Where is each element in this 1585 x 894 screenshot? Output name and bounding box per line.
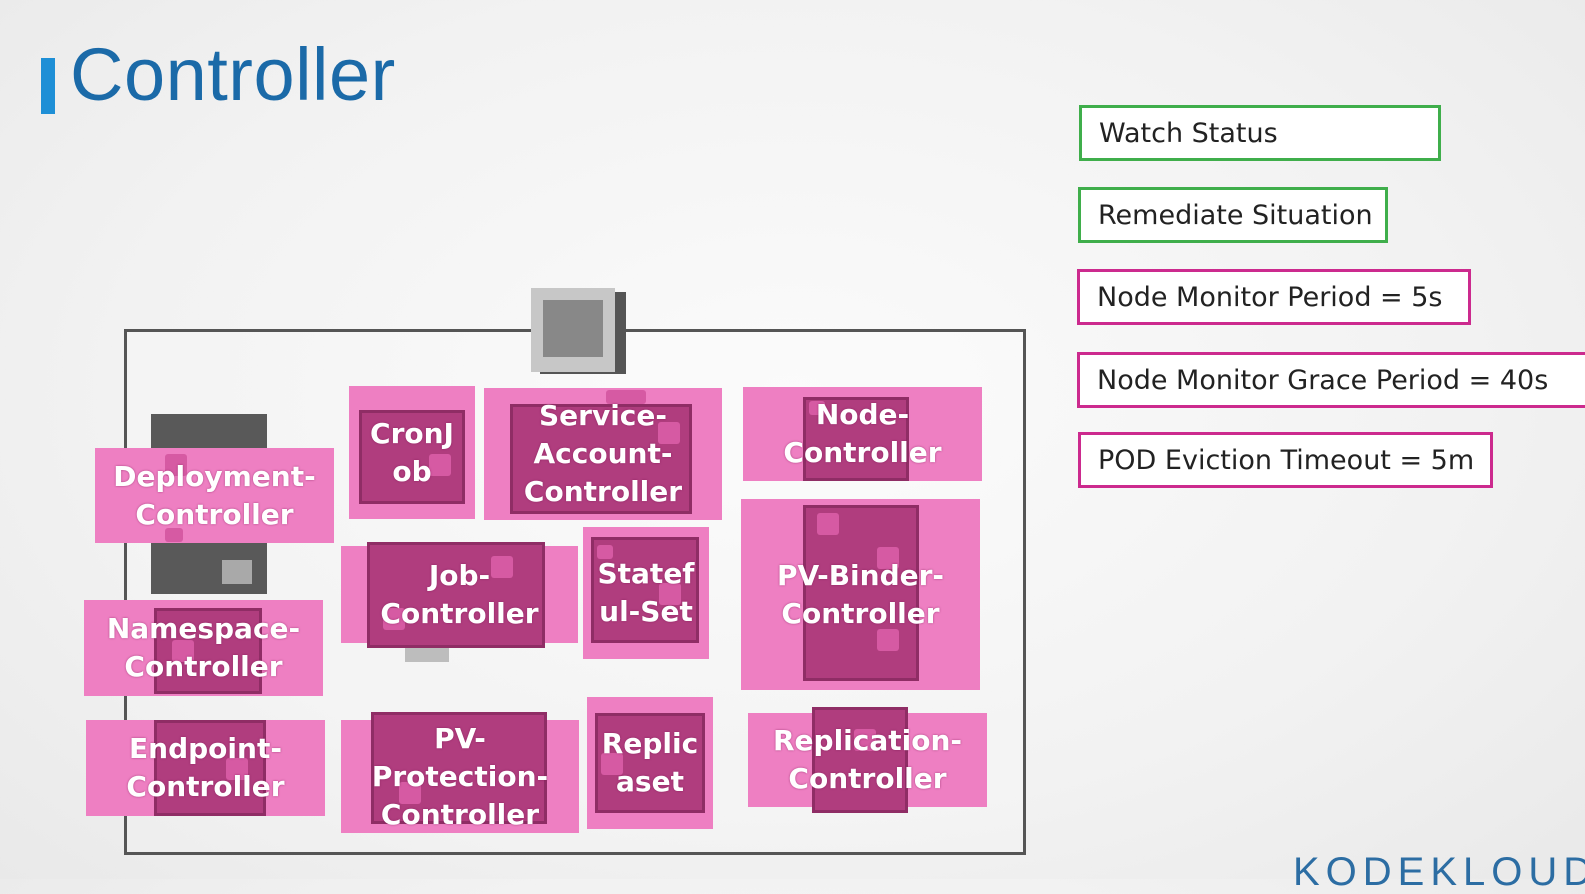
controller-label: PV-Binder- Controller <box>776 558 945 630</box>
chip-pin-icon <box>877 629 899 651</box>
statefulset-controller: Statef ul-Set <box>583 527 709 659</box>
endpoint-controller: Endpoint- Controller <box>86 720 325 816</box>
kodekloud-logo: KODEKLOUD <box>1293 850 1585 894</box>
controller-chip <box>367 542 545 648</box>
chip-pin-icon <box>165 454 187 476</box>
chip-pin-icon <box>399 782 421 804</box>
controller-label: Replic aset <box>601 727 699 798</box>
param-text: Remediate Situation <box>1098 199 1373 231</box>
param-remediate-situation: Remediate Situation <box>1078 187 1388 243</box>
deployment-controller: Deployment- Controller <box>95 448 334 543</box>
chip-pin-icon <box>659 583 681 605</box>
param-node-monitor-period: Node Monitor Period = 5s <box>1077 269 1471 325</box>
chip-pin-icon <box>491 556 513 578</box>
job-base-strip <box>405 648 449 662</box>
controller-label: PV- Protection- Controller <box>371 721 549 831</box>
param-node-monitor-grace-period: Node Monitor Grace Period = 40s <box>1077 352 1585 408</box>
server-slot <box>222 560 252 584</box>
controller-chip <box>812 707 908 813</box>
chip-pin-icon <box>383 608 405 630</box>
chip-pin-icon <box>606 390 646 404</box>
slide-title: Controller <box>70 33 396 116</box>
param-text: Node Monitor Grace Period = 40s <box>1097 364 1549 396</box>
service-account-controller: Service- Account- Controller <box>484 388 722 520</box>
param-text: POD Eviction Timeout = 5m <box>1098 444 1475 476</box>
controller-label: Endpoint- Controller <box>126 732 285 803</box>
job-controller: Job- Controller <box>341 542 578 648</box>
chip-pin-icon <box>429 454 451 476</box>
controller-label: Deployment- Controller <box>113 459 316 531</box>
controller-label: Replication- Controller <box>772 724 963 795</box>
controller-label: CronJ ob <box>370 416 454 488</box>
namespace-controller: Namespace- Controller <box>84 600 323 696</box>
chip-pin-icon <box>601 753 623 775</box>
title-accent-bar <box>41 58 55 114</box>
controller-label: Statef ul-Set <box>597 557 695 628</box>
chip-pin-icon <box>658 422 680 444</box>
chip-pin-icon <box>817 513 839 535</box>
cronjob-controller: CronJ ob <box>349 386 475 519</box>
replicaset-controller: Replic aset <box>587 697 713 829</box>
param-watch-status: Watch Status <box>1079 105 1441 161</box>
param-text: Watch Status <box>1099 117 1278 149</box>
chip-pin-icon <box>854 729 876 751</box>
node-controller: Node- Controller <box>743 387 982 481</box>
chip-pin-icon <box>165 528 183 542</box>
chip-pin-icon <box>877 547 899 569</box>
controller-label: Service- Account- Controller <box>523 399 683 508</box>
pv-protection-controller: PV- Protection- Controller <box>341 712 579 833</box>
param-text: Node Monitor Period = 5s <box>1097 281 1443 313</box>
chip-pin-icon <box>172 640 194 662</box>
pv-binder-controller: PV-Binder- Controller <box>741 499 980 690</box>
chip-pin-icon <box>226 758 248 780</box>
controller-chip <box>371 712 547 824</box>
chip-pin-icon <box>597 545 613 559</box>
controller-label: Namespace- Controller <box>106 612 301 683</box>
chip-pin-icon <box>809 401 825 415</box>
param-pod-eviction-timeout: POD Eviction Timeout = 5m <box>1078 432 1493 488</box>
controller-label: Job- Controller <box>380 558 539 630</box>
master-chip-core <box>543 300 603 357</box>
controller-label: Node- Controller <box>783 398 942 469</box>
controller-chip <box>591 537 699 643</box>
replication-controller: Replication- Controller <box>748 707 987 813</box>
